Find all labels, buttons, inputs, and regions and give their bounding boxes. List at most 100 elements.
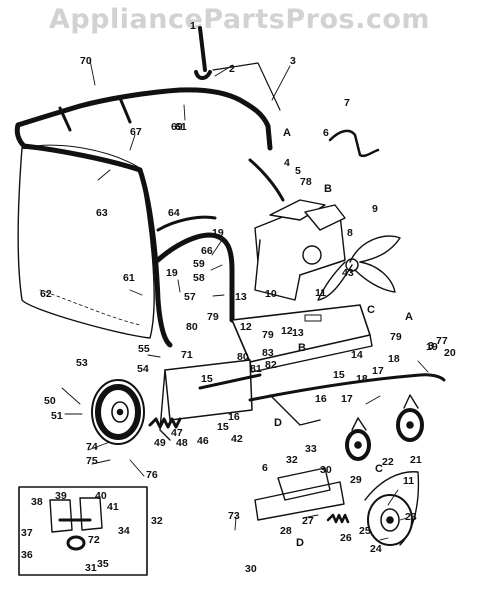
part-label: 76 (146, 469, 158, 481)
part-label: 13 (235, 291, 247, 303)
part-label: 78 (300, 176, 312, 188)
part-label: 1 (190, 20, 196, 32)
part-label: 3 (290, 55, 296, 67)
part-label: 37 (21, 527, 33, 539)
part-label: 64 (168, 207, 180, 219)
part-label: 70 (80, 55, 92, 67)
part-label: 34 (118, 525, 130, 537)
detail-inset-box (18, 486, 148, 576)
part-label: 23 (405, 511, 417, 523)
connector-letter: C (375, 463, 383, 475)
part-label: 32 (286, 454, 298, 466)
part-label: 21 (410, 454, 422, 466)
front-strap (328, 129, 380, 158)
part-label: 13 (292, 327, 304, 339)
connector-letter: B (324, 183, 332, 195)
part-label: 27 (302, 515, 314, 527)
part-label: 47 (171, 427, 183, 439)
part-label: 67 (130, 126, 142, 138)
part-label: 83 (262, 347, 274, 359)
side-frame (164, 359, 253, 421)
adjustment-spring (148, 417, 182, 429)
part-label: 16 (228, 411, 240, 423)
part-label: 31 (85, 562, 97, 574)
connector-letter: D (274, 417, 282, 429)
part-label: 6 (262, 462, 268, 474)
part-label: 20 (444, 347, 456, 359)
part-label: 75 (86, 455, 98, 467)
part-label: 58 (193, 272, 205, 284)
part-label: 72 (88, 534, 100, 546)
part-label: 61 (175, 121, 187, 133)
part-label: 18 (356, 373, 368, 385)
part-label: 19 (426, 341, 438, 353)
part-label: 26 (340, 532, 352, 544)
part-label: 69 (171, 121, 183, 133)
part-label: 53 (76, 357, 88, 369)
collection-bag (17, 147, 155, 339)
part-label: 33 (305, 443, 317, 455)
part-label: 12 (281, 325, 293, 337)
part-label: 59 (193, 258, 205, 270)
part-label: 9 (372, 203, 378, 215)
part-label: 55 (138, 343, 150, 355)
part-label: 15 (217, 421, 229, 433)
part-label: 10 (265, 288, 277, 300)
part-label: 22 (382, 456, 394, 468)
part-label: 49 (154, 437, 166, 449)
part-label: 24 (370, 543, 382, 555)
part-label: 61 (123, 272, 135, 284)
part-label: 43 (342, 267, 354, 279)
part-label: 12 (240, 321, 252, 333)
part-label: 48 (176, 437, 188, 449)
part-label: 17 (372, 365, 384, 377)
part-label: 11 (403, 475, 414, 487)
part-label: 14 (351, 349, 363, 361)
caster-wheel-front (345, 417, 371, 461)
height-spring (326, 513, 350, 524)
part-label: 39 (55, 490, 67, 502)
part-label: 17 (341, 393, 353, 405)
part-label: 32 (151, 515, 163, 527)
part-label: 6 (323, 127, 329, 139)
part-label: 30 (320, 464, 332, 476)
handle-assembly (137, 167, 173, 348)
part-label: 51 (51, 410, 63, 422)
part-label: 28 (280, 525, 292, 537)
part-label: 62 (40, 288, 52, 300)
part-label: 3 (428, 340, 434, 352)
part-label: 16 (315, 393, 327, 405)
bag-frame (15, 87, 273, 151)
part-label: 80 (186, 321, 198, 333)
connector-letter: C (367, 304, 375, 316)
part-label: 50 (44, 395, 56, 407)
connector-letter: D (296, 537, 304, 549)
part-label: 15 (201, 373, 213, 385)
part-label: 5 (295, 165, 301, 177)
part-label: 79 (390, 331, 402, 343)
watermark: AppliancePartsPros.com (48, 4, 431, 35)
engine (248, 158, 346, 301)
part-label: 2 (229, 63, 235, 75)
part-label: 40 (95, 490, 107, 502)
impeller (317, 235, 401, 301)
part-label: 11 (315, 287, 326, 299)
part-label: 19 (166, 267, 178, 279)
caster-wheel-rear (396, 394, 424, 442)
connector-letter: B (298, 342, 306, 354)
part-label: 81 (250, 363, 262, 375)
part-label: 30 (245, 563, 257, 575)
part-label: 74 (86, 441, 98, 453)
part-label: 36 (21, 549, 33, 561)
part-label: 54 (137, 363, 149, 375)
part-label: 63 (96, 207, 108, 219)
upper-link (194, 26, 212, 80)
part-label: 66 (201, 245, 213, 257)
part-label: 42 (231, 433, 243, 445)
lower-wheel-guard (364, 471, 420, 546)
part-label: 7 (344, 97, 350, 109)
part-label: 4 (284, 157, 290, 169)
part-label: 19 (212, 227, 224, 239)
